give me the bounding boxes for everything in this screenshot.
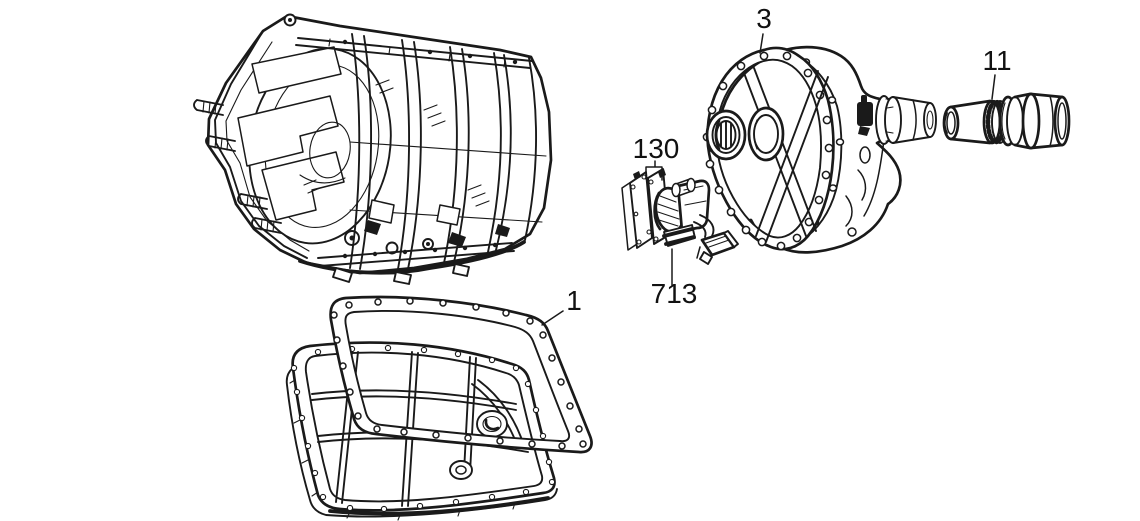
callout-713-label[interactable]: 713 — [651, 278, 698, 309]
case-bottom-details — [298, 199, 526, 285]
main-bore — [747, 106, 785, 162]
pan-hole — [449, 460, 473, 480]
output-snout — [875, 95, 937, 145]
callout-3[interactable]: 3 — [756, 3, 772, 54]
extension-housing-face — [705, 67, 829, 243]
extension-housing-gasket — [702, 46, 835, 251]
callout-130-label[interactable]: 130 — [633, 133, 680, 164]
callout-11-leader — [991, 74, 996, 100]
oil-pan-gasket — [329, 295, 593, 454]
transmission-case — [193, 13, 553, 285]
housing-gasket-bolt-holes — [702, 51, 834, 251]
callout-1-label[interactable]: 1 — [566, 285, 582, 316]
callout-130-bracket — [645, 160, 663, 181]
callout-1-leader — [541, 310, 564, 326]
bell-housing-studs — [193, 99, 282, 234]
callout-3-label[interactable]: 3 — [756, 3, 772, 34]
callout-3-leader — [759, 33, 764, 54]
park-neutral-switch — [653, 177, 739, 265]
callout-11[interactable]: 11 — [982, 45, 1012, 100]
gasket-bolt-holes — [330, 297, 587, 450]
rear-seal-bushing — [942, 92, 1071, 150]
callout-130[interactable]: 130 — [633, 133, 680, 181]
pan-bolt-holes — [290, 344, 556, 513]
case-hatching — [303, 79, 490, 207]
switch-connector — [693, 214, 739, 265]
front-bushing-boss — [705, 109, 747, 161]
callout-11-label[interactable]: 11 — [982, 45, 1011, 76]
seal-drum — [998, 92, 1071, 150]
vent-plug — [857, 95, 873, 136]
bell-housing-reflections — [237, 46, 351, 221]
callouts: 3 11 130 713 1 — [541, 3, 1012, 326]
callout-1[interactable]: 1 — [541, 285, 582, 326]
drain-plug-boss — [476, 410, 508, 438]
callout-713[interactable]: 713 — [651, 248, 698, 309]
